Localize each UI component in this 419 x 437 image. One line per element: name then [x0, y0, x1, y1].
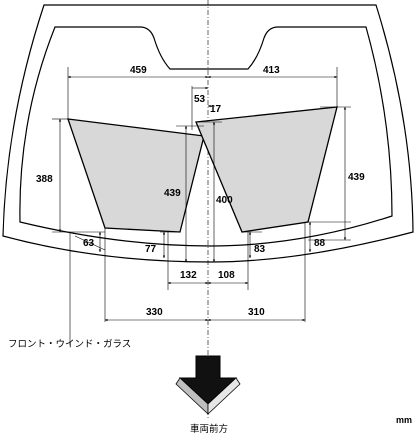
windshield-inner-border — [19, 26, 393, 247]
dim-top-left-width: 459 — [130, 65, 147, 76]
dim-center-offset-53: 53 — [194, 94, 206, 105]
dim-right-inner-height: 400 — [216, 195, 233, 206]
dim-left-inner-gap: 77 — [145, 244, 157, 255]
windshield-label: フロント・ウインド・ガラス — [8, 339, 131, 350]
dim-left-bottom-gap: 63 — [83, 238, 95, 249]
dim-top-right-width: 413 — [263, 65, 280, 76]
dim-center-offset-17: 17 — [210, 104, 222, 115]
down-arrow-icon — [175, 355, 241, 415]
dim-right-height: 439 — [348, 172, 365, 183]
dim-bottom-right-inner: 108 — [218, 270, 235, 281]
left-sticker-panel — [67, 118, 205, 233]
dim-bottom-left-inner: 132 — [180, 270, 197, 281]
dim-bottom-right-outer: 310 — [248, 307, 265, 318]
unit-label: mm — [396, 415, 412, 425]
dim-right-bottom-gap: 88 — [314, 238, 326, 249]
dim-bottom-left-outer: 330 — [146, 307, 163, 318]
vehicle-front-label: 車両前方 — [190, 423, 228, 435]
dim-left-inner-height: 439 — [164, 188, 181, 199]
dimension-lines — [58, 75, 347, 322]
dim-left-height: 388 — [36, 174, 53, 185]
windshield-outer-outline — [2, 4, 414, 263]
right-sticker-panel — [195, 106, 338, 233]
dim-right-inner-gap: 83 — [254, 244, 266, 255]
